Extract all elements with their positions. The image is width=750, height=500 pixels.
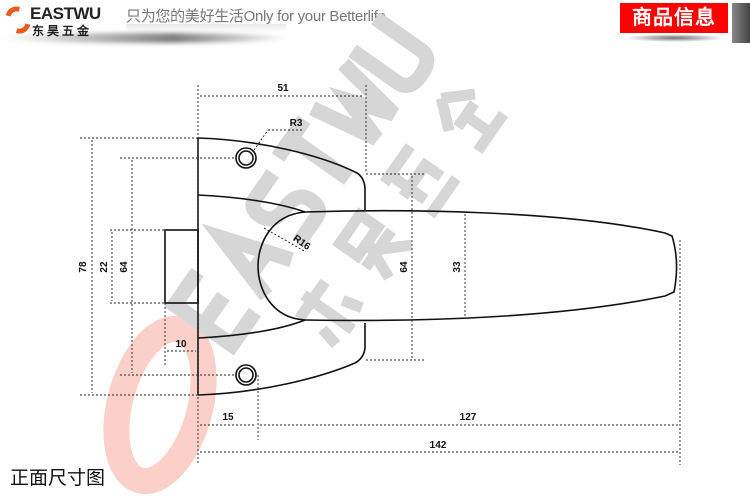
dim-142: 142 — [430, 440, 447, 451]
product-info-badge: 商品信息 — [620, 3, 728, 33]
dim-15: 15 — [222, 412, 234, 423]
slogan: 只为您的美好生活Only for your Betterlife — [126, 8, 386, 25]
dim-22: 22 — [99, 261, 110, 273]
dim-64-ears: 64 — [399, 261, 410, 273]
header-shadow — [0, 33, 290, 43]
slogan-reflection — [126, 24, 286, 32]
dimension-labels: 51 78 22 64 10 64 33 15 127 142 R3 R16 — [78, 83, 477, 451]
dim-r3: R3 — [290, 118, 303, 129]
drawing-title: 正面尺寸图 — [10, 468, 106, 489]
dim-127: 127 — [460, 412, 477, 423]
dim-78: 78 — [78, 261, 89, 273]
header-banner: EASTWU 东昊五金 只为您的美好生活Only for your Better… — [0, 0, 750, 46]
logo-text-en: EASTWU — [30, 4, 101, 23]
header-edge-decoration — [732, 3, 750, 43]
logo-watermark-icon — [103, 315, 217, 495]
dim-64-holes: 64 — [119, 261, 130, 273]
brand-watermark — [164, 12, 509, 356]
dim-51: 51 — [277, 83, 289, 94]
dimension-lines — [80, 85, 681, 465]
dim-10: 10 — [175, 339, 187, 350]
badge-shadow — [625, 34, 725, 42]
dim-33: 33 — [452, 261, 463, 273]
